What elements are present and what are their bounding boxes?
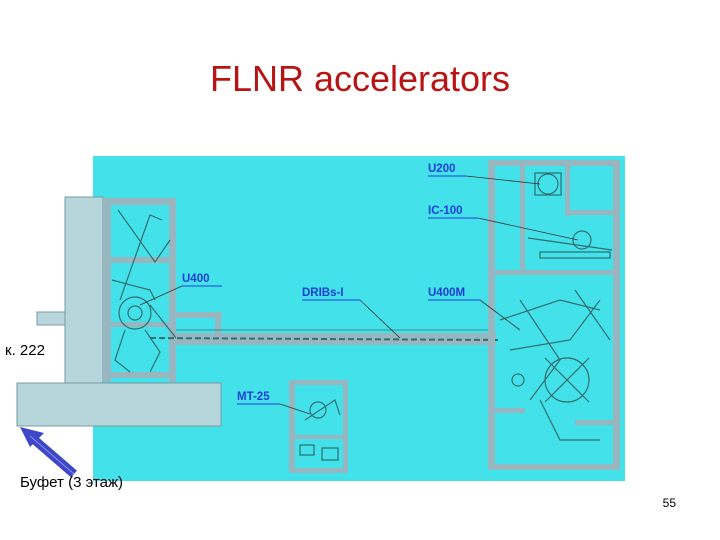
page-title: FLNR accelerators xyxy=(209,58,511,99)
label-ic100-text: IC-100 xyxy=(428,205,463,217)
label-u400m: U400M xyxy=(428,287,521,331)
mt25-building-walls xyxy=(289,380,348,473)
connector-stub xyxy=(36,311,68,326)
u400m-complex-walls xyxy=(488,160,620,470)
label-u200: U200 xyxy=(428,163,541,185)
mt25-equipment xyxy=(299,399,341,461)
label-u200-text: U200 xyxy=(428,163,456,175)
buffet-arrow xyxy=(20,427,77,478)
u400-equipment xyxy=(111,209,177,373)
label-dribs: DRIBs-I xyxy=(302,287,401,339)
label-mt25: MT-25 xyxy=(237,391,311,415)
building-wing xyxy=(64,196,104,384)
label-u400m-text: U400M xyxy=(428,287,465,299)
building-block xyxy=(16,382,222,427)
dribs-beamline xyxy=(149,337,501,341)
label-ic100: IC-100 xyxy=(428,205,579,241)
room-222-label: к. 222 xyxy=(5,342,45,359)
dribs-tunnel xyxy=(176,333,496,345)
buffet-label: Буфет (3 этаж) xyxy=(20,474,123,491)
label-u400: U400 xyxy=(139,273,222,306)
page-number: 55 xyxy=(662,496,676,510)
plan-background xyxy=(93,156,625,481)
label-dribs-text: DRIBs-I xyxy=(302,287,344,299)
label-mt25-text: MT-25 xyxy=(237,391,270,403)
label-u400-text: U400 xyxy=(182,273,210,285)
